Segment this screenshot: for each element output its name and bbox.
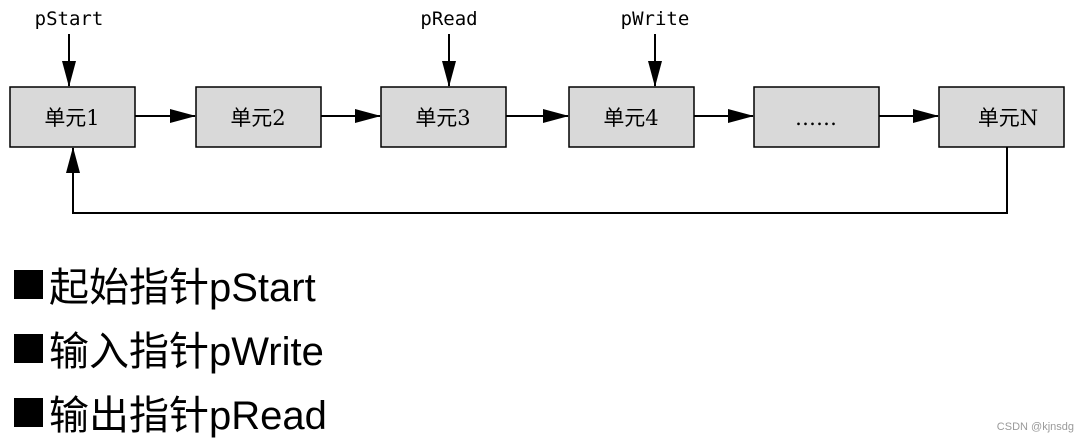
- node-box: [9, 86, 136, 148]
- node-ellipsis: ……: [753, 86, 880, 148]
- square-bullet-icon: [14, 269, 43, 299]
- node-box: [568, 86, 695, 148]
- node-label: 单元N: [978, 106, 1038, 130]
- pointer-pwrite: pWrite: [621, 8, 690, 87]
- pointer-label: pWrite: [621, 8, 690, 30]
- legend-item-text: 起始指针pStart: [49, 266, 316, 310]
- node-box: [195, 86, 322, 148]
- square-bullet-icon: [14, 333, 43, 363]
- legend-item-start: 起始指针pStart: [14, 252, 327, 316]
- pointer-pstart: pStart: [35, 8, 104, 87]
- node-label: 单元2: [230, 106, 285, 130]
- watermark: CSDN @kjnsdg: [996, 421, 1074, 433]
- node-box: [938, 86, 1065, 148]
- node-box: [380, 86, 507, 148]
- node-label: 单元1: [44, 106, 99, 130]
- pointer-label: pRead: [420, 8, 477, 30]
- pointer-legend: 起始指针pStart 输入指针pWrite 输出指针pRead: [14, 252, 327, 444]
- wraparound-arrow: [66, 147, 1008, 214]
- node-box: [753, 86, 880, 148]
- legend-item-write: 输入指针pWrite: [14, 316, 327, 380]
- legend-item-read: 输出指针pRead: [14, 380, 327, 444]
- legend-item-text: 输入指针pWrite: [49, 330, 324, 374]
- legend-item-text: 输出指针pRead: [49, 394, 327, 438]
- pointer-pread: pRead: [420, 8, 478, 87]
- node-1: 单元1: [9, 86, 136, 148]
- node-label: ……: [795, 106, 837, 130]
- node-label: 单元3: [415, 106, 470, 130]
- square-bullet-icon: [14, 397, 43, 427]
- ring-buffer-diagram: pStart pRead pWrite 单元1 单元2 单元3 单元4 …… 单…: [9, 8, 1065, 214]
- pointer-label: pStart: [35, 8, 104, 30]
- node-n: 单元N: [938, 86, 1065, 148]
- node-label: 单元4: [603, 106, 658, 130]
- node-2: 单元2: [195, 86, 322, 148]
- node-4: 单元4: [568, 86, 695, 148]
- node-3: 单元3: [380, 86, 507, 148]
